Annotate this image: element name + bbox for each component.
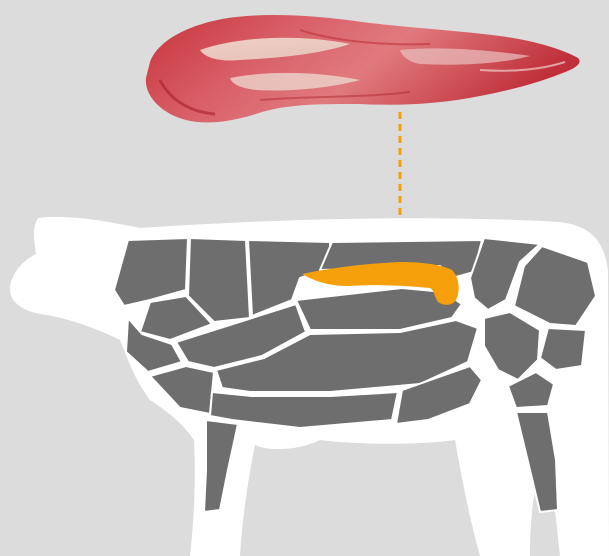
- tenderloin-meat-photo: [146, 15, 580, 122]
- cut-round: [540, 328, 586, 370]
